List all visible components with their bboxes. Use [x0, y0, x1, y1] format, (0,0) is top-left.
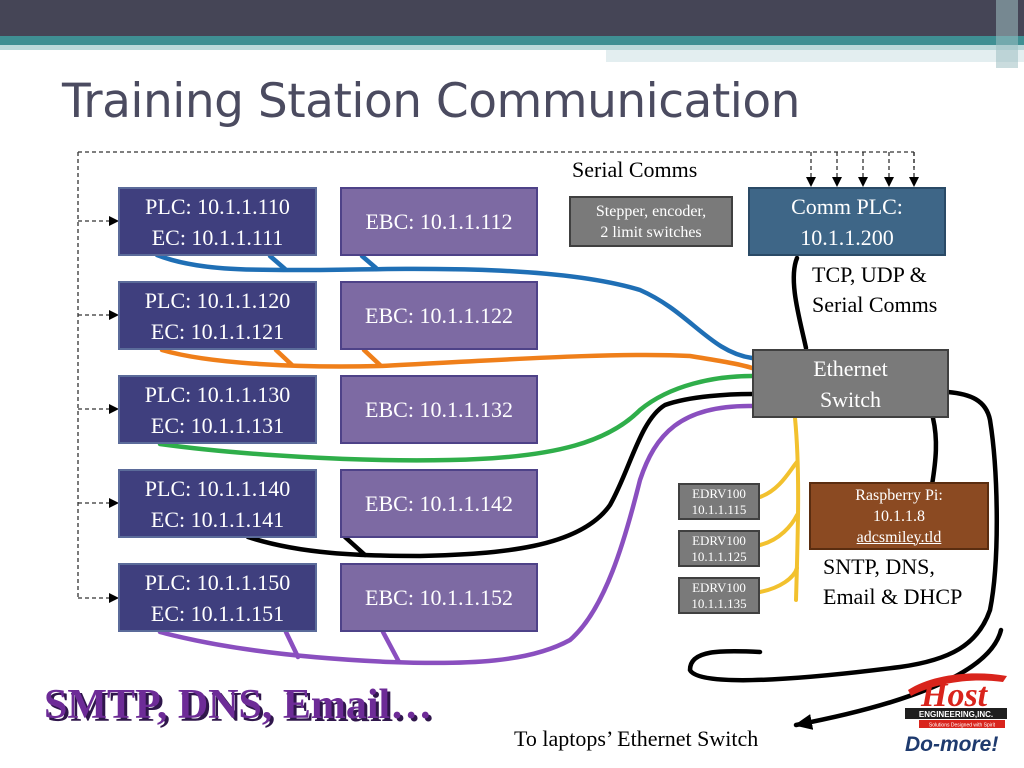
serial-bus	[77, 151, 919, 603]
plc-box-5: PLC: 10.1.1.150 EC: 10.1.1.151	[118, 563, 317, 632]
stepper-line-1: Stepper, encoder,	[595, 202, 707, 220]
raspberry-ip: 10.1.1.8	[873, 507, 925, 525]
drive-ip-3: 10.1.1.135	[691, 595, 747, 611]
ebc-box-5: EBC: 10.1.1.152	[340, 563, 538, 632]
tcp-udp-line-2: Serial Comms	[812, 292, 938, 317]
cable-station-5-tap-plc	[283, 629, 301, 660]
ebc-box-2: EBC: 10.1.1.122	[340, 281, 538, 350]
ec-ip-3: EC: 10.1.1.131	[150, 412, 285, 438]
cable-station-4	[245, 391, 755, 559]
plc-ip-4: PLC: 10.1.1.140	[144, 475, 291, 501]
header-light-stripe	[0, 45, 1024, 50]
slide-title: Training Station Communication	[62, 74, 800, 129]
switch-line-2: Switch	[819, 386, 882, 412]
cable-station-3	[157, 373, 755, 463]
sntp-line-1: SNTP, DNS,	[823, 554, 935, 579]
cable-station-2	[159, 347, 755, 371]
drive-name-3: EDRV100	[692, 579, 746, 595]
logo-tagline-band	[919, 720, 1005, 728]
logo-company-band	[905, 708, 1007, 719]
ebc-ip-4: EBC: 10.1.1.142	[365, 490, 513, 516]
logo-product: Do-more!	[905, 733, 998, 756]
logo-brand: Host	[920, 677, 989, 714]
services-overlay-text: SMTP, DNS, Email…	[44, 682, 433, 728]
plc-box-4: PLC: 10.1.1.140 EC: 10.1.1.141	[118, 469, 317, 538]
stepper-line-2: 2 limit switches	[600, 223, 702, 241]
ebc-box-1: EBC: 10.1.1.112	[340, 187, 538, 256]
serial-comms-label: Serial Comms	[572, 157, 698, 182]
header-fade-stripe	[606, 50, 1024, 62]
drive-ip-1: 10.1.1.115	[691, 501, 747, 517]
ec-ip-5: EC: 10.1.1.151	[150, 600, 285, 626]
ec-ip-4: EC: 10.1.1.141	[150, 506, 285, 532]
plc-ip-3: PLC: 10.1.1.130	[144, 381, 291, 407]
cable-station-2-tap-plc	[273, 347, 295, 368]
header-accent-stripe	[0, 36, 1024, 45]
laptops-label: To laptops’ Ethernet Switch	[514, 726, 759, 751]
cable-station-1	[154, 252, 755, 361]
ec-ip-1: EC: 10.1.1.111	[151, 224, 284, 250]
cable-station-1-tap-plc	[267, 253, 288, 272]
ethernet-switch-box: Ethernet Switch	[752, 349, 949, 418]
ec-ip-2: EC: 10.1.1.121	[150, 318, 285, 344]
plc-ip-1: PLC: 10.1.1.110	[145, 193, 290, 219]
raspberry-line-1: Raspberry Pi:	[855, 486, 943, 504]
cable-comm-plc	[791, 255, 809, 351]
switch-line-1: Ethernet	[813, 355, 888, 381]
ebc-ip-2: EBC: 10.1.1.122	[365, 302, 513, 328]
raspberry-domain: adcsmiley.tld	[856, 528, 942, 546]
plc-box-3: PLC: 10.1.1.130 EC: 10.1.1.131	[118, 375, 317, 444]
ebc-box-4: EBC: 10.1.1.142	[340, 469, 538, 538]
sntp-line-2: Email & DHCP	[823, 584, 963, 609]
cable-station-4-tap-ebc	[342, 534, 368, 558]
drive-name-2: EDRV100	[692, 532, 746, 548]
logo-tagline: Solutions Designed with Spirit	[929, 723, 996, 729]
cable-station-5	[157, 403, 755, 666]
host-engineering-logo: Host ENGINEERING,INC. Solutions Designed…	[905, 673, 1007, 756]
ebc-box-3: EBC: 10.1.1.132	[340, 375, 538, 444]
cable-station-1-tap-ebc	[359, 253, 379, 271]
cable-raspberry	[929, 415, 939, 488]
tcp-udp-label: TCP, UDP & Serial Comms	[812, 260, 937, 320]
plc-ip-2: PLC: 10.1.1.120	[144, 287, 291, 313]
raspberry-pi-box: Raspberry Pi: 10.1.1.8 adcsmiley.tld	[809, 482, 989, 550]
logo-company: ENGINEERING,INC.	[919, 710, 993, 719]
drive-ip-2: 10.1.1.125	[691, 548, 747, 564]
drive-box-1: EDRV100 10.1.1.115	[678, 483, 760, 520]
comm-plc-box: Comm PLC: 10.1.1.200	[748, 187, 946, 256]
comm-plc-line-1: Comm PLC:	[791, 193, 903, 219]
drive-box-3: EDRV100 10.1.1.135	[678, 577, 760, 614]
drive-box-2: EDRV100 10.1.1.125	[678, 530, 760, 567]
sntp-label: SNTP, DNS, Email & DHCP	[823, 552, 962, 612]
plc-box-2: PLC: 10.1.1.120 EC: 10.1.1.121	[118, 281, 317, 350]
corner-decoration	[996, 0, 1018, 68]
header-bar	[0, 0, 1024, 36]
tcp-udp-line-1: TCP, UDP &	[812, 262, 927, 287]
ebc-ip-5: EBC: 10.1.1.152	[365, 584, 513, 610]
plc-ip-5: PLC: 10.1.1.150	[144, 569, 291, 595]
comm-plc-ip: 10.1.1.200	[800, 224, 894, 250]
stepper-box: Stepper, encoder, 2 limit switches	[569, 196, 733, 247]
ebc-ip-3: EBC: 10.1.1.132	[365, 396, 513, 422]
cable-uplink	[687, 389, 999, 683]
logo-swoosh	[908, 673, 1007, 696]
drive-name-1: EDRV100	[692, 485, 746, 501]
ebc-ip-1: EBC: 10.1.1.112	[365, 208, 513, 234]
cable-station-2-tap-ebc	[361, 347, 383, 368]
drive-wiring	[758, 416, 801, 602]
plc-box-1: PLC: 10.1.1.110 EC: 10.1.1.111	[118, 187, 317, 256]
cable-station-5-tap-ebc	[380, 629, 402, 665]
